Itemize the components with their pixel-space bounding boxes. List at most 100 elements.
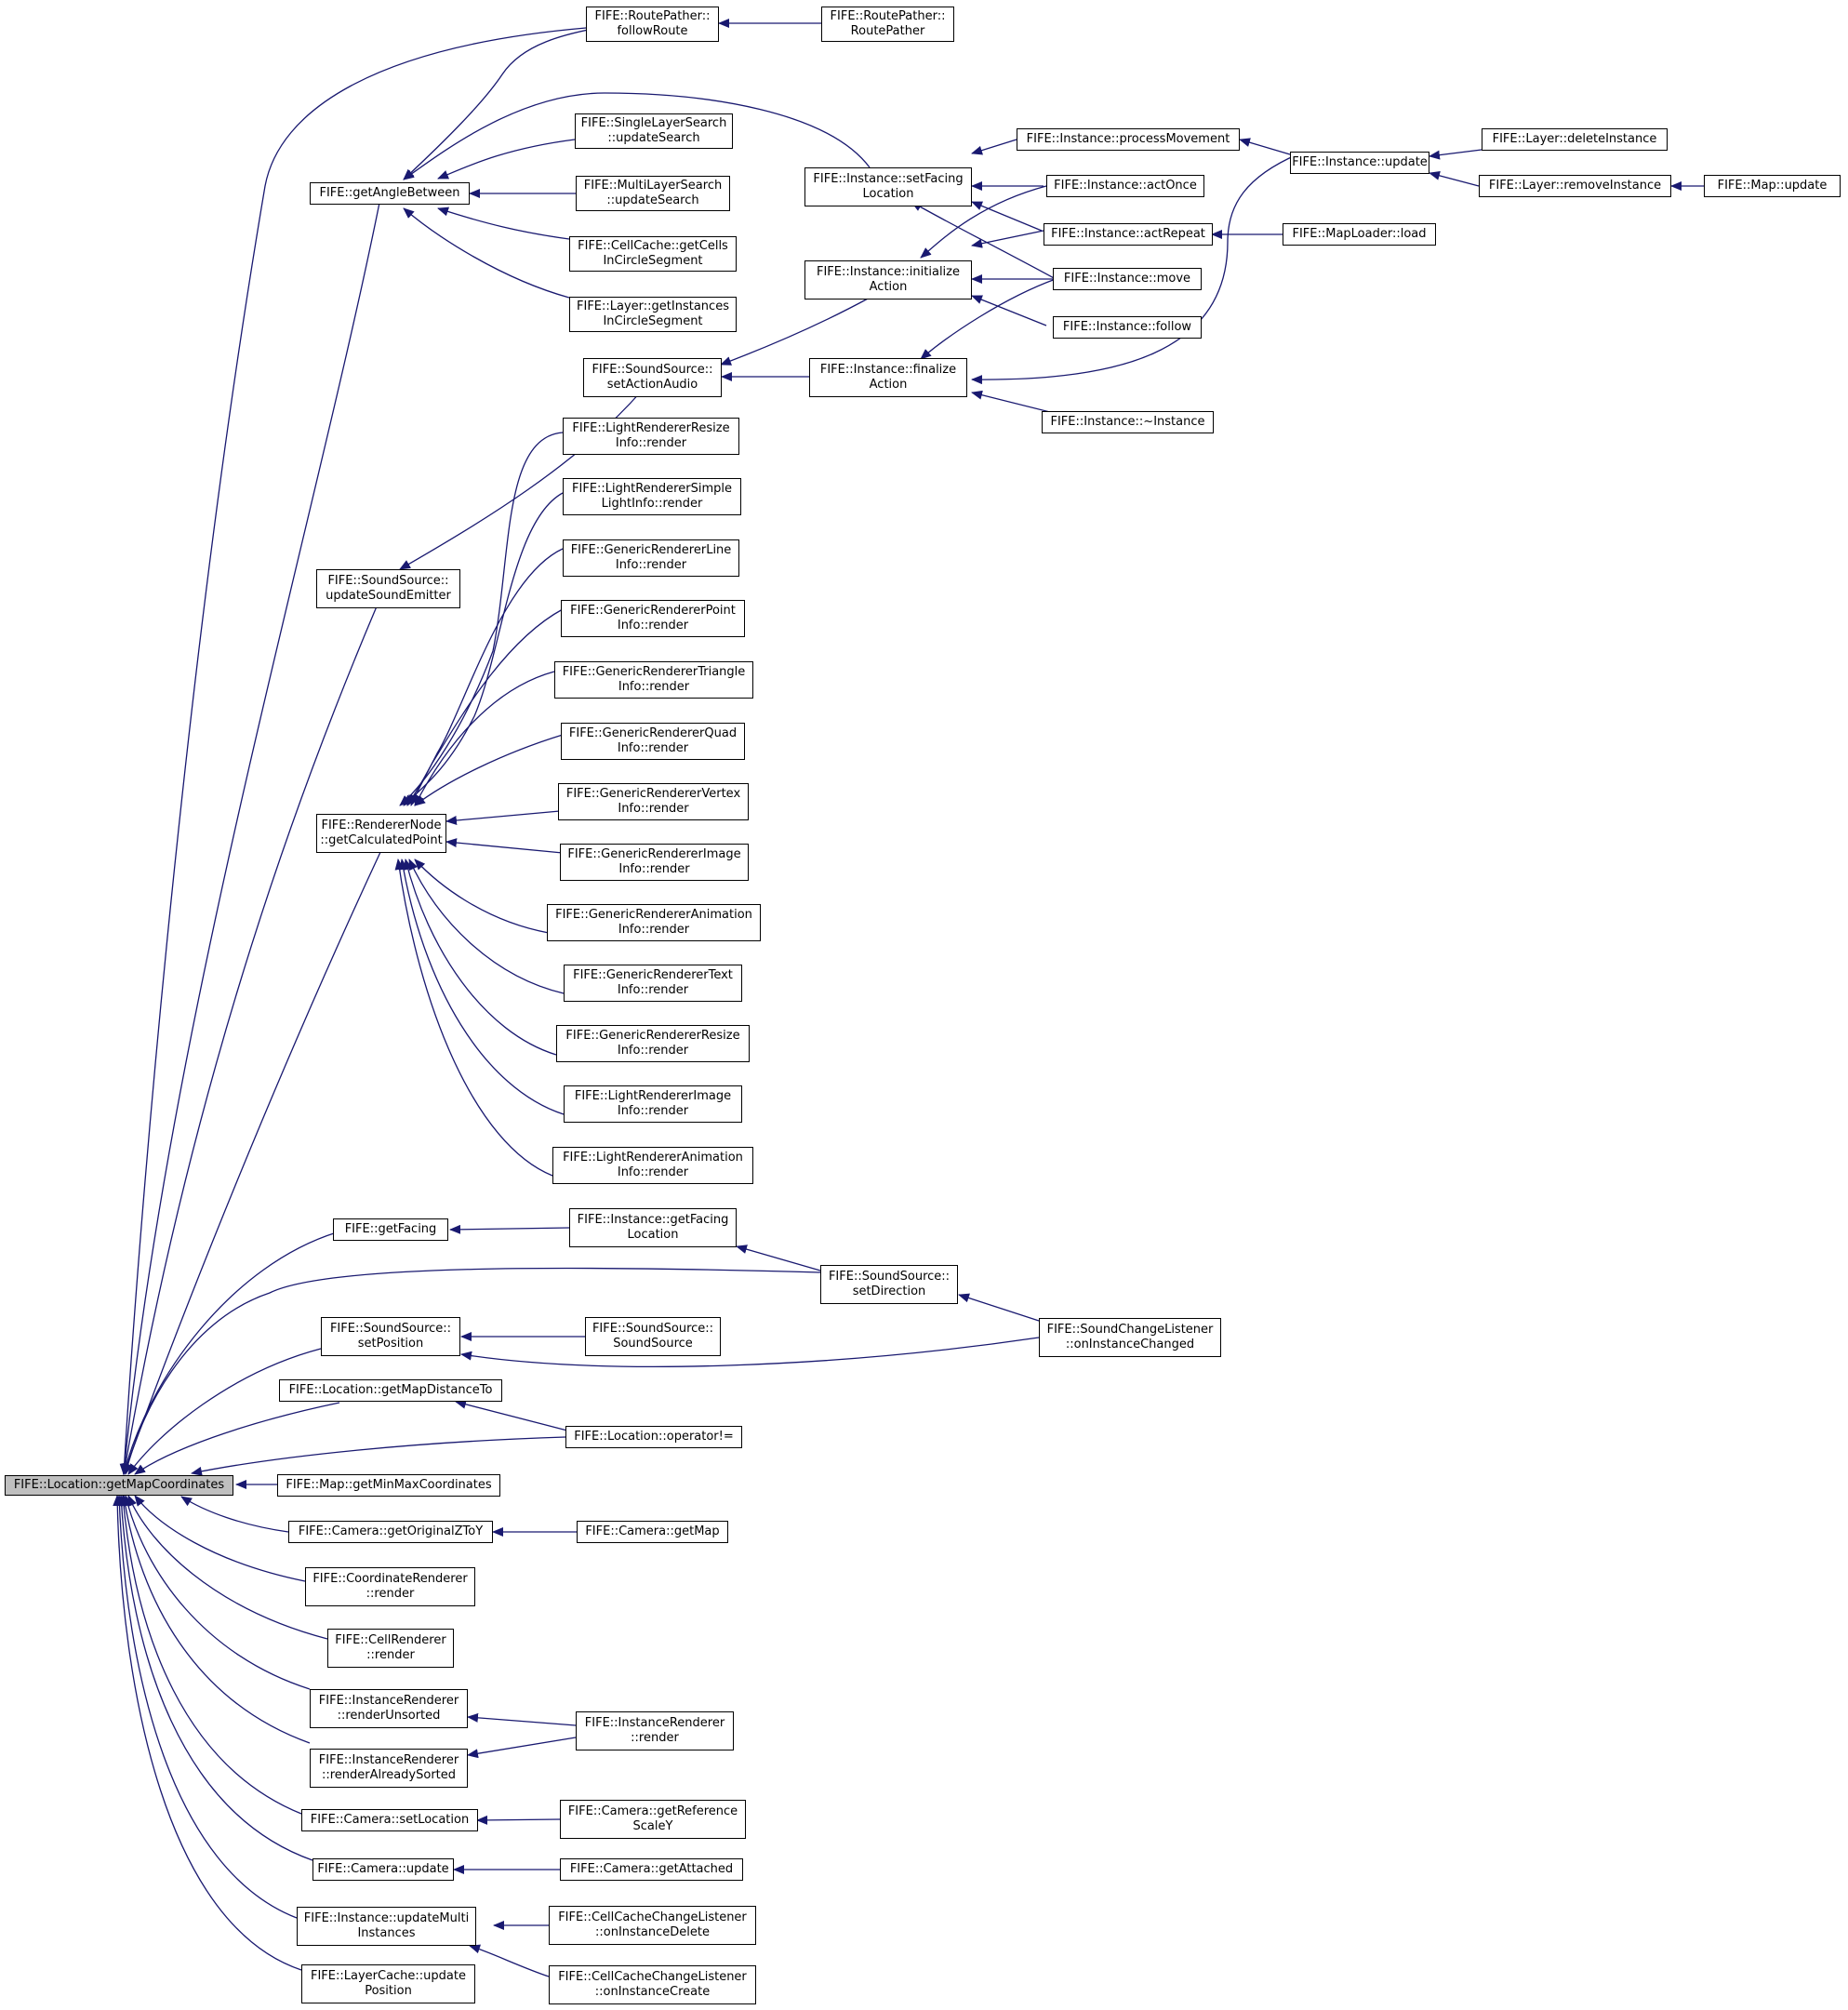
node-label: FIFE::Instance::finalize [819, 363, 957, 377]
edge [920, 185, 1047, 259]
node-label: FIFE::RoutePather:: [594, 9, 711, 23]
edge [403, 859, 557, 1056]
node-label: FIFE::CellCacheChangeListener [558, 1970, 747, 1984]
node-maploader-load[interactable]: FIFE::MapLoader::load [1283, 223, 1436, 246]
node-instance-destructor[interactable]: FIFE::Instance::~Instance [1042, 411, 1214, 433]
edge [120, 1495, 311, 1744]
node-map-getminmaxcoordinates[interactable]: FIFE::Map::getMinMaxCoordinates [277, 1474, 500, 1497]
node-getfacing[interactable]: FIFE::getFacing [333, 1218, 448, 1241]
node-instance-actonce[interactable]: FIFE::Instance::actOnce [1046, 175, 1204, 197]
node-camera-getmap[interactable]: FIFE::Camera::getMap [577, 1521, 728, 1543]
node-instance-follow[interactable]: FIFE::Instance::follow [1053, 316, 1202, 339]
edge [437, 206, 570, 240]
node-coordinaterenderer-render[interactable]: FIFE::CoordinateRenderer::render [305, 1567, 475, 1606]
node-label: FIFE::SingleLayerSearch [580, 116, 727, 130]
node-singlelayersearch[interactable]: FIFE::SingleLayerSearch::updateSearch [575, 113, 733, 149]
edge [127, 1495, 328, 1640]
edge [134, 1495, 306, 1582]
node-multilayersearch[interactable]: FIFE::MultiLayerSearch::updateSearch [576, 176, 730, 211]
edge [180, 1496, 289, 1533]
node-instance-actrepeat[interactable]: FIFE::Instance::actRepeat [1044, 223, 1213, 246]
node-instance-processmovement[interactable]: FIFE::Instance::processMovement [1017, 128, 1240, 151]
edge [119, 27, 587, 1475]
node-soundsource-updatesoundemitter[interactable]: FIFE::SoundSource::updateSoundEmitter [316, 569, 460, 608]
node-layer-removeinstance[interactable]: FIFE::Layer::removeInstance [1479, 175, 1671, 197]
node-label: FIFE::Instance::~Instance [1050, 415, 1205, 429]
edge [398, 859, 565, 1115]
node-cellcachechangelistener-oncreate[interactable]: FIFE::CellCacheChangeListener::onInstanc… [549, 1965, 756, 2004]
node-label: ::onInstanceCreate [594, 1985, 711, 1999]
node-label: ::renderUnsorted [337, 1709, 441, 1723]
node-label: FIFE::LightRendererAnimation [563, 1151, 743, 1165]
node-location-getmapdistanceto[interactable]: FIFE::Location::getMapDistanceTo [279, 1379, 502, 1402]
node-label: FIFE::InstanceRenderer [584, 1716, 725, 1730]
node-soundsource-ctor[interactable]: FIFE::SoundSource::SoundSource [585, 1317, 721, 1356]
node-label: ::render [366, 1648, 415, 1662]
node-label: Location [862, 187, 914, 201]
node-cellrenderer-render[interactable]: FIFE::CellRenderer::render [327, 1629, 454, 1668]
node-label: Info::render [618, 862, 690, 876]
node-soundsource-setdirection[interactable]: FIFE::SoundSource::setDirection [820, 1265, 958, 1304]
node-renderernode-getcalculatedpoint[interactable]: FIFE::RendererNode::getCalculatedPoint [316, 814, 446, 853]
node-label: FIFE::LightRendererImage [574, 1089, 732, 1103]
node-label: Info::render [617, 1165, 689, 1179]
node-root-getmapcoordinates: FIFE::Location::getMapCoordinates [5, 1475, 233, 1496]
node-instancerenderer-renderunsorted[interactable]: FIFE::InstanceRenderer::renderUnsorted [310, 1689, 468, 1728]
node-routepather-followroute[interactable]: FIFE::RoutePather::followRoute [586, 7, 719, 42]
edge [469, 1944, 550, 1977]
edge [414, 671, 555, 806]
node-getanglebetween[interactable]: FIFE::getAngleBetween [310, 182, 470, 205]
edge [1429, 170, 1480, 187]
node-location-operator-neq[interactable]: FIFE::Location::operator!= [565, 1426, 742, 1448]
node-instance-update[interactable]: FIFE::Instance::update [1290, 152, 1429, 174]
node-layer-deleteinstance[interactable]: FIFE::Layer::deleteInstance [1482, 128, 1668, 151]
node-camera-setlocation[interactable]: FIFE::Camera::setLocation [301, 1809, 478, 1831]
node-camera-getattached[interactable]: FIFE::Camera::getAttached [560, 1858, 743, 1881]
node-routepather-ctor[interactable]: FIFE::RoutePather::RoutePather [821, 7, 954, 42]
edge [467, 1737, 577, 1759]
node-soundsource-setposition[interactable]: FIFE::SoundSource::setPosition [321, 1317, 460, 1356]
node-map-update[interactable]: FIFE::Map::update [1704, 175, 1841, 197]
edge [736, 1245, 821, 1271]
node-camera-getoriginalztoy[interactable]: FIFE::Camera::getOriginalZToY [288, 1521, 493, 1543]
node-cellcachechangelistener-ondelete[interactable]: FIFE::CellCacheChangeListener::onInstanc… [549, 1906, 756, 1945]
node-label: Info::render [617, 1104, 689, 1118]
edge [971, 139, 1017, 155]
node-label: Action [869, 378, 908, 392]
node-label: FIFE::Location::getMapCoordinates [13, 1478, 225, 1492]
node-instance-move[interactable]: FIFE::Instance::move [1053, 268, 1202, 290]
edge [113, 1495, 302, 1971]
node-instancerenderer-renderalreadysorted[interactable]: FIFE::InstanceRenderer::renderAlreadySor… [310, 1749, 468, 1788]
node-soundchangelistener[interactable]: FIFE::SoundChangeListener::onInstanceCha… [1039, 1318, 1221, 1357]
node-soundsource-setactionaudio[interactable]: FIFE::SoundSource::setActionAudio [583, 358, 722, 397]
node-instancerenderer-render[interactable]: FIFE::InstanceRenderer::render [576, 1711, 734, 1750]
node-label: FIFE::SoundSource:: [592, 1322, 714, 1336]
node-label: FIFE::Map::getMinMaxCoordinates [286, 1478, 492, 1492]
node-label: FIFE::Instance::follow [1062, 320, 1192, 334]
node-camera-update[interactable]: FIFE::Camera::update [312, 1858, 454, 1881]
node-label: ::onInstanceChanged [1065, 1338, 1195, 1351]
edge [123, 1495, 311, 1690]
